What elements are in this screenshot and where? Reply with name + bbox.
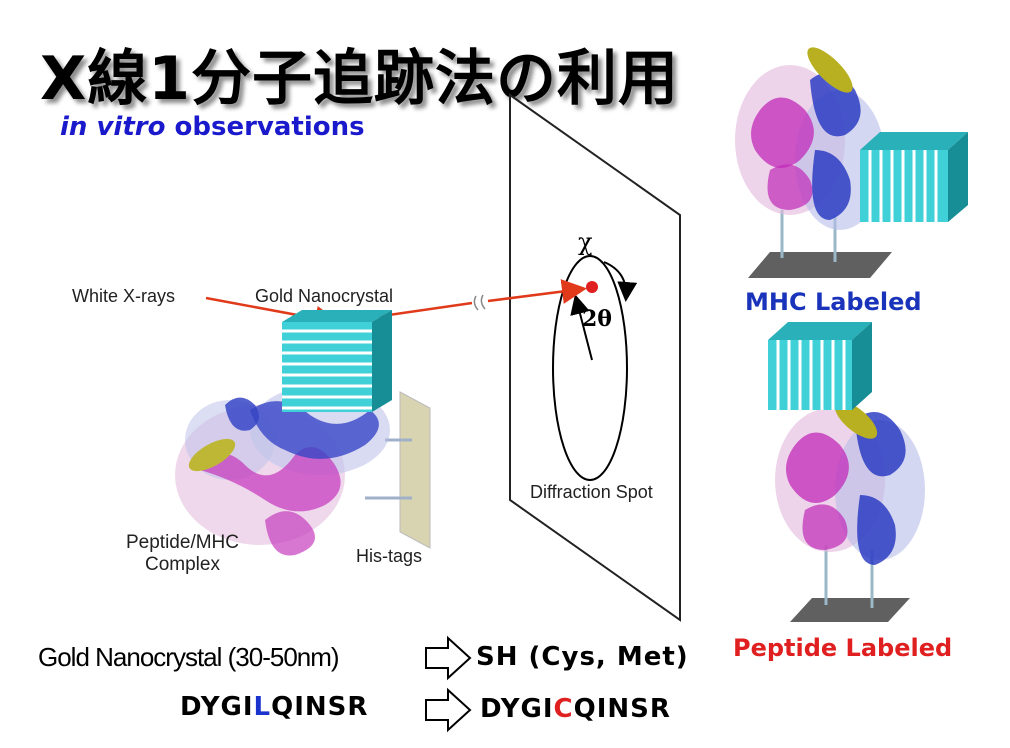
diffraction-spot-label: Diffraction Spot bbox=[530, 482, 653, 502]
sh-groups-text: SH (Cys, Met) bbox=[476, 642, 689, 672]
white-xrays-label: White X-rays bbox=[72, 286, 176, 306]
chi-rotation-arrow bbox=[603, 261, 638, 302]
mhc-labeled-label: MHC Labeled bbox=[745, 288, 922, 316]
peptide-mhc-line1: Peptide/MHC bbox=[126, 532, 239, 553]
diffraction-ring bbox=[552, 255, 628, 481]
subtitle-rest: observations bbox=[165, 112, 365, 142]
seq1-prefix: DYGI bbox=[180, 692, 254, 722]
his-tags-label: His-tags bbox=[356, 546, 423, 566]
seq1-mutation: L bbox=[253, 692, 272, 722]
peptide-mhc-label: Peptide/MHC Complex bbox=[126, 532, 239, 576]
diffraction-spot-dot bbox=[586, 281, 598, 293]
subtitle-italic: in vitro bbox=[60, 112, 166, 142]
peptide-labeled-label: Peptide Labeled bbox=[733, 634, 953, 662]
mhc-labeled-illustration bbox=[735, 47, 968, 278]
peptide-mhc-line2: Complex bbox=[145, 554, 220, 575]
seq2-suffix: QINSR bbox=[573, 694, 671, 724]
seq2-prefix: DYGI bbox=[480, 694, 554, 724]
seq2-mutation: C bbox=[553, 694, 574, 724]
slide-subtitle: in vitro observations bbox=[60, 112, 365, 142]
arrow-right-icon bbox=[425, 635, 472, 681]
gold-size-text: Gold Nanocrystal (30-50nm) bbox=[38, 642, 340, 672]
arrow-right-icon bbox=[425, 687, 472, 733]
sequence-original: DYGILQINSR bbox=[180, 692, 368, 722]
sequence-mutant: DYGICQINSR bbox=[480, 694, 671, 724]
slide-title: X線1分子追跡法の利用 bbox=[40, 44, 680, 114]
gold-nanocrystal-label: Gold Nanocrystal bbox=[255, 286, 394, 306]
gold-nanocrystal-cube bbox=[282, 310, 392, 412]
seq1-suffix: QINSR bbox=[271, 692, 369, 722]
two-theta-label: 2θ bbox=[582, 306, 612, 332]
detector-screen bbox=[509, 93, 681, 622]
his-tag-plate bbox=[399, 391, 431, 549]
two-theta-arrow bbox=[570, 294, 593, 361]
peptide-labeled-illustration bbox=[768, 322, 925, 622]
chi-label: χ bbox=[578, 228, 593, 256]
